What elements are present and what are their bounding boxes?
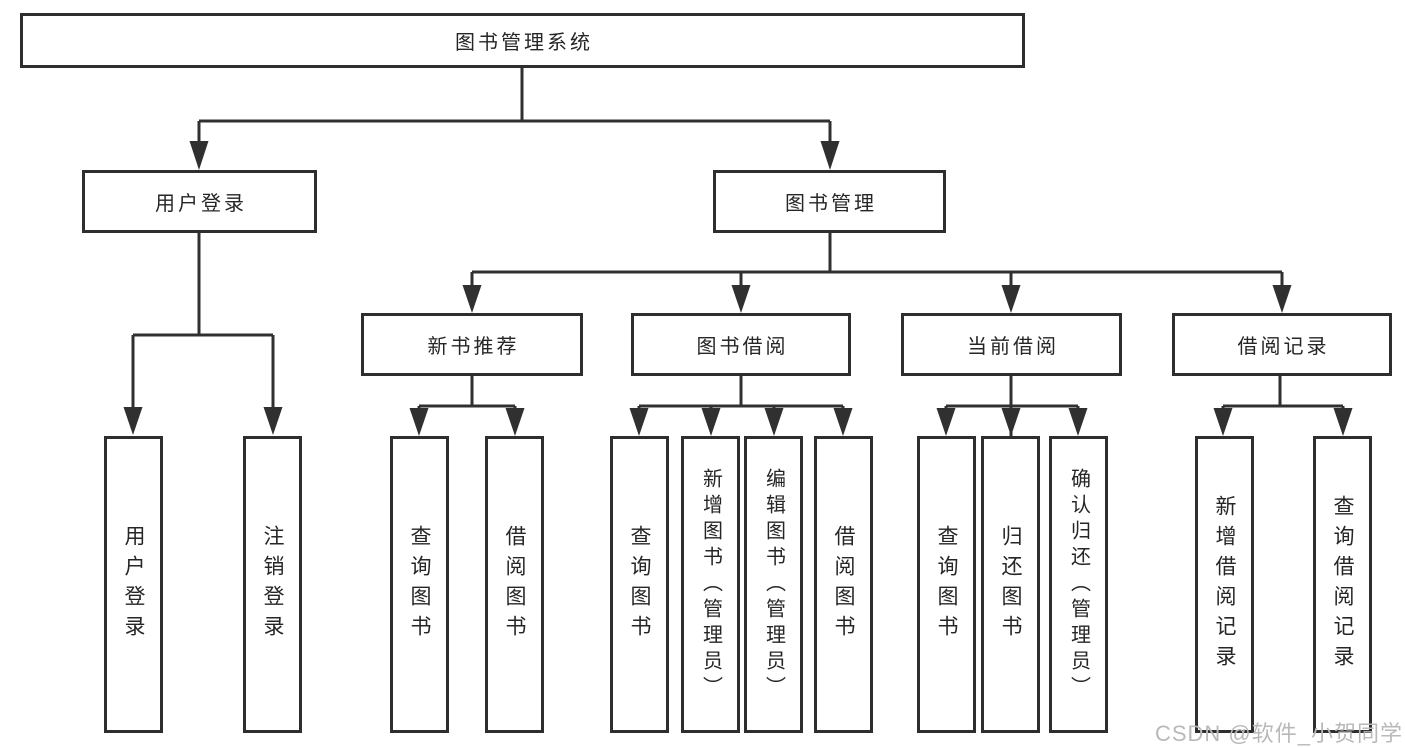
leaf-borrow-books-recommend: 借阅图书 (485, 436, 544, 733)
leaf-return-books: 归还图书 (981, 436, 1040, 733)
leaf-label: 确认归还（管理员） (1067, 467, 1090, 702)
leaf-label: 查询图书 (628, 524, 651, 645)
node-label: 图书借阅 (696, 336, 789, 358)
node-label: 图书管理系统 (455, 32, 593, 54)
node-label: 借阅记录 (1237, 336, 1330, 358)
leaf-borrow-books: 借阅图书 (814, 436, 873, 733)
node-label: 当前借阅 (967, 336, 1059, 358)
arrowhead-icon (1213, 408, 1233, 436)
node-book-management: 图书管理 (713, 170, 946, 233)
leaf-logout-login: 注销登录 (243, 436, 302, 733)
node-user-login: 用户登录 (82, 170, 317, 233)
arrowhead-icon (409, 408, 429, 436)
leaf-edit-books-admin: 编辑图书（管理员） (744, 436, 803, 733)
arrowhead-icon (263, 407, 283, 435)
leaf-label: 用户登录 (122, 524, 145, 645)
arrowhead-icon (820, 141, 840, 170)
leaf-label: 新增借阅记录 (1213, 494, 1236, 675)
arrowhead-icon (833, 408, 853, 436)
arrowhead-icon (462, 285, 482, 313)
leaf-user-login: 用户登录 (104, 436, 163, 733)
connector-path (131, 68, 1345, 436)
node-book-borrowing: 图书借阅 (631, 313, 851, 376)
leaf-query-books-recommend: 查询图书 (390, 436, 449, 733)
arrowhead-icon (189, 141, 209, 170)
leaf-add-books-admin: 新增图书（管理员） (681, 436, 740, 733)
arrowhead-icon (505, 408, 525, 436)
node-label: 用户登录 (155, 193, 247, 215)
arrowhead-icon (764, 408, 784, 436)
leaf-label: 借阅图书 (832, 524, 855, 645)
arrowhead-icon (731, 285, 751, 313)
leaf-query-borrow-record: 查询借阅记录 (1313, 436, 1372, 733)
leaf-label: 归还图书 (999, 524, 1022, 645)
arrowhead-icon (1333, 408, 1353, 436)
arrowhead-icon (1001, 285, 1021, 313)
arrowhead-icon (1001, 408, 1021, 436)
node-label: 图书管理 (785, 193, 877, 215)
node-current-borrowing: 当前借阅 (901, 313, 1122, 376)
leaf-confirm-return-admin: 确认归还（管理员） (1049, 436, 1108, 733)
arrowhead-icon (123, 407, 143, 435)
arrowhead-icon (701, 408, 721, 436)
leaf-label: 查询图书 (935, 524, 958, 645)
leaf-query-books-current: 查询图书 (917, 436, 976, 733)
node-borrowing-records: 借阅记录 (1172, 313, 1392, 376)
leaf-label: 新增图书（管理员） (699, 467, 722, 702)
arrowhead-icon (936, 408, 956, 436)
node-new-book-recommendation: 新书推荐 (361, 313, 583, 376)
leaf-label: 编辑图书（管理员） (762, 467, 785, 702)
arrowhead-icon (1068, 408, 1088, 436)
leaf-add-borrow-record: 新增借阅记录 (1195, 436, 1254, 733)
leaf-label: 查询借阅记录 (1331, 494, 1354, 675)
watermark: CSDN @软件_小贺同学 (1154, 721, 1403, 746)
arrowhead-icon (629, 408, 649, 436)
node-label: 新书推荐 (427, 336, 520, 358)
node-library-management-system: 图书管理系统 (20, 13, 1025, 68)
leaf-query-books-borrow: 查询图书 (610, 436, 669, 733)
arrowhead-icon (1272, 285, 1292, 313)
leaf-label: 查询图书 (408, 524, 431, 645)
leaf-label: 借阅图书 (503, 524, 526, 645)
leaf-label: 注销登录 (261, 524, 284, 645)
